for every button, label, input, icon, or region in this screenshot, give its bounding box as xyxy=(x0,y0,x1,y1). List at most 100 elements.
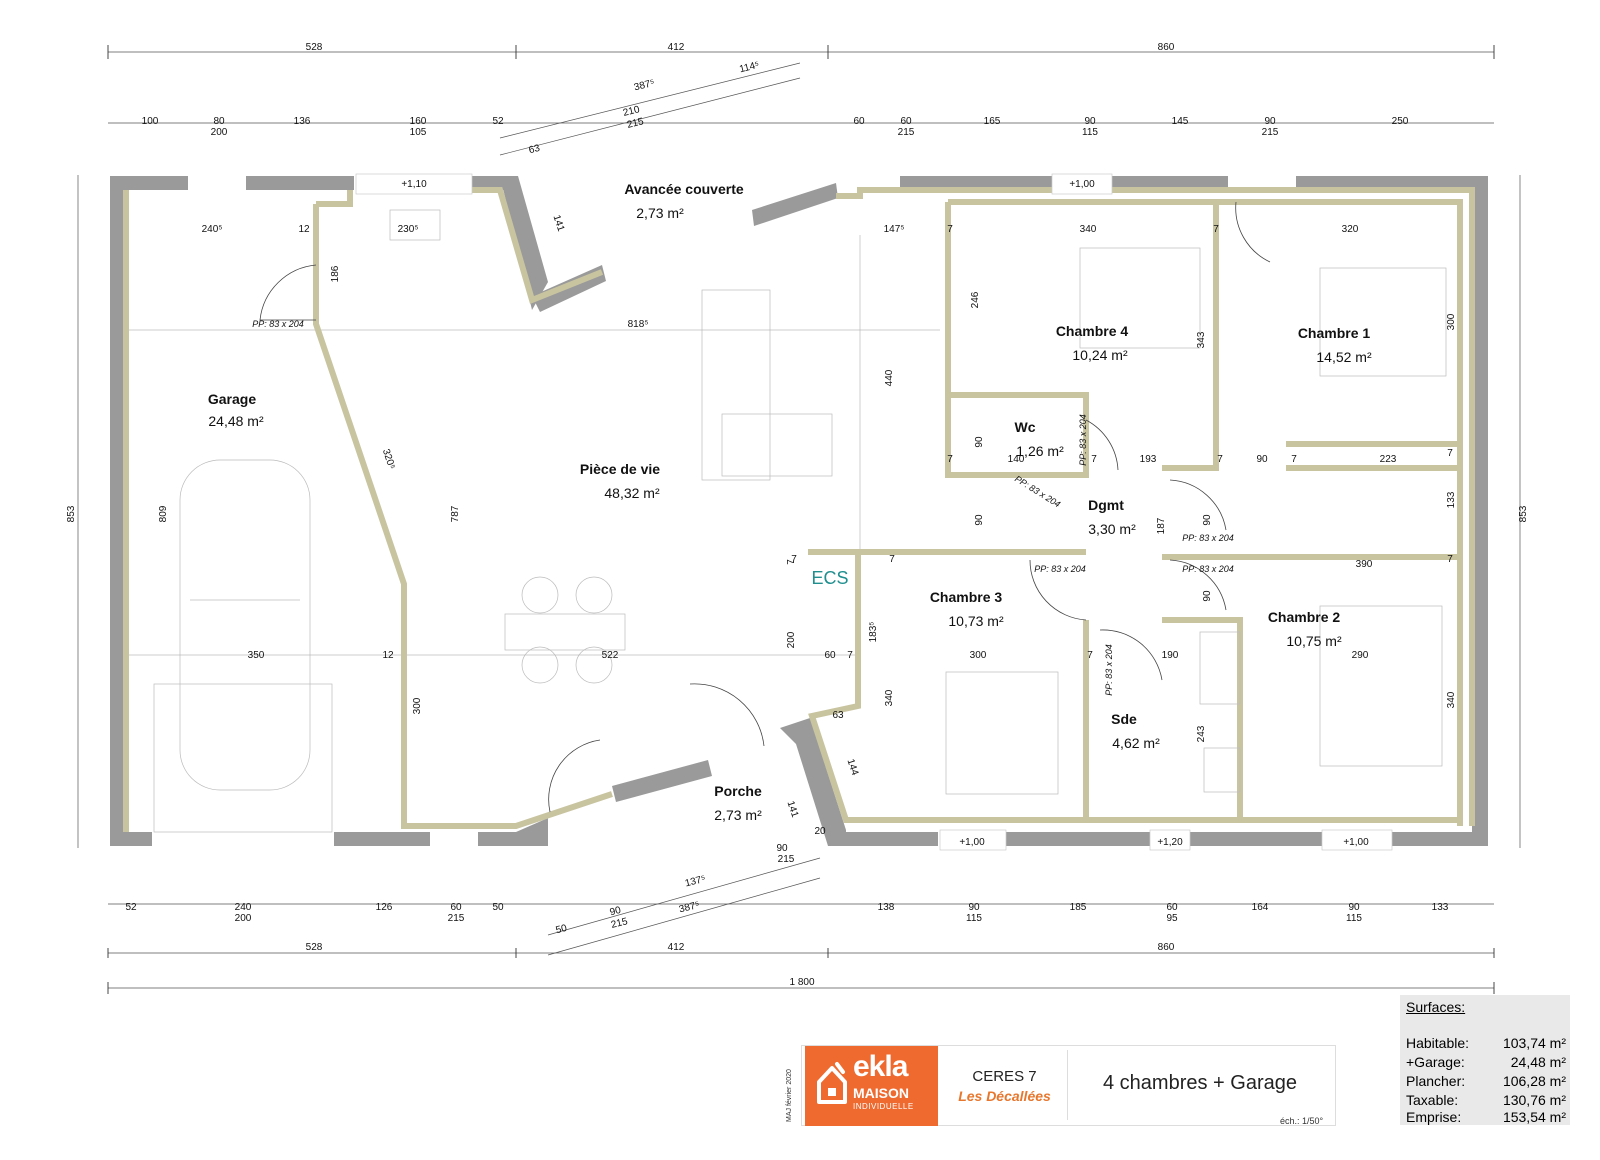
bottom-dimensions: 52 240 200 126 60 215 50 138 90 115 185 … xyxy=(66,505,1529,988)
dim-int: 183⁵ xyxy=(868,622,879,643)
dim-int: 141 xyxy=(785,800,801,820)
dim-int: 144 xyxy=(845,758,861,778)
top-dimensions: 528 412 860 387⁵ 114⁵ 210 215 63 100 80 … xyxy=(142,42,1409,156)
room-chambre1-name: Chambre 1 xyxy=(1298,325,1371,341)
exterior-walls xyxy=(110,176,1488,846)
room-sde-area: 4,62 m² xyxy=(1112,735,1160,751)
room-wc-name: Wc xyxy=(1015,419,1036,435)
height-label: +1,00 xyxy=(959,837,985,848)
dim-int: 809 xyxy=(158,505,169,522)
dim-overall: 1 800 xyxy=(789,977,814,988)
dim-int: 7 xyxy=(947,224,953,235)
room-chambre2-name: Chambre 2 xyxy=(1268,609,1341,625)
dim-int: 390 xyxy=(1356,559,1373,570)
dim-top-250: 250 xyxy=(1392,116,1409,127)
surface-label: Habitable: xyxy=(1406,1035,1470,1051)
dim-int: 90 xyxy=(974,514,985,526)
room-chambre4-area: 10,24 m² xyxy=(1072,347,1128,363)
dim-bot-412: 412 xyxy=(668,942,685,953)
dim-int: 7 xyxy=(1087,650,1093,661)
dim-int: 7 xyxy=(1091,454,1097,465)
dim-int: 7 xyxy=(1291,454,1297,465)
brand-subtitle: MAISON xyxy=(853,1085,909,1101)
dim-int: 90 xyxy=(974,436,985,448)
plan-description: 4 chambres + Garage xyxy=(1103,1072,1297,1094)
dim-int: 787 xyxy=(450,505,461,522)
brand-tagline: INDIVIDUELLE xyxy=(853,1102,914,1111)
revision-date: MAJ février 2020 xyxy=(781,1052,795,1124)
dim-top-60a: 60 xyxy=(853,116,865,127)
surface-label: Plancher: xyxy=(1406,1073,1466,1089)
dim-int: 186 xyxy=(330,265,341,282)
dim-top-528: 528 xyxy=(306,42,323,53)
dim-top-200: 200 xyxy=(211,127,228,138)
dim-top-115: 115 xyxy=(1082,127,1098,138)
dim-int: 320⁵ xyxy=(380,448,397,471)
height-label: +1,20 xyxy=(1157,837,1183,848)
doors xyxy=(259,201,1271,813)
surface-value: 24,48 m² xyxy=(1510,1054,1566,1070)
dim-int: 300 xyxy=(1446,313,1457,330)
dim-bot-133: 133 xyxy=(1432,902,1449,913)
dim-int: 243 xyxy=(1196,725,1207,742)
opening-heights: +1,10 +1,00 +1,00 +1,20 +1,00 xyxy=(355,173,1393,851)
dim-angled-210: 210 xyxy=(622,104,641,119)
surface-label: Taxable: xyxy=(1406,1092,1459,1108)
dim-int: 12 xyxy=(382,650,394,661)
interior-dimensions: 240⁵ 12 230⁵ 186 809 350 12 320⁵ 787 818… xyxy=(158,214,1457,837)
car-outline xyxy=(153,459,333,833)
dim-bot-200: 200 xyxy=(235,913,252,924)
dim-angled-63: 63 xyxy=(528,143,542,156)
height-label: +1,10 xyxy=(401,179,427,190)
dim-int: 190 xyxy=(1162,650,1179,661)
dim-bot-215: 215 xyxy=(448,913,465,924)
dim-bot-95: 95 xyxy=(1166,913,1178,924)
room-wc-area: 1,26 m² xyxy=(1016,443,1064,459)
dim-int: 90 xyxy=(1202,590,1213,602)
dim-int: 7 xyxy=(889,554,895,565)
model-collection: Les Décallées xyxy=(958,1088,1051,1104)
dim-int: 343 xyxy=(1196,331,1207,348)
dim-top-105: 105 xyxy=(410,127,427,138)
dim-angled-387: 387⁵ xyxy=(633,78,656,94)
ecs-label: ECS xyxy=(811,568,848,588)
room-labels: Garage 24,48 m² Avancée couverte 2,73 m²… xyxy=(208,181,1372,823)
door-size-label: PP: 83 x 204 xyxy=(252,319,304,329)
dim-bot-60b: 60 xyxy=(1166,902,1178,913)
dim-int: 133 xyxy=(1446,491,1457,508)
dim-bot-90b: 90 xyxy=(1348,902,1360,913)
room-sde-name: Sde xyxy=(1111,711,1137,727)
dim-int: 240⁵ xyxy=(202,224,223,235)
room-pdv-name: Pièce de vie xyxy=(580,461,660,477)
dim-top-90b: 90 xyxy=(1264,116,1276,127)
room-pdv-area: 48,32 m² xyxy=(604,485,660,501)
door-size-label: PP: 83 x 204 xyxy=(1078,414,1088,466)
dim-int: 223 xyxy=(1380,454,1397,465)
dim-int: 7 xyxy=(786,559,797,565)
dim-bot-ang-90a: 90 xyxy=(776,843,788,854)
dim-top-100: 100 xyxy=(142,116,159,127)
dim-top-136: 136 xyxy=(294,116,311,127)
dim-int: 63 xyxy=(832,710,844,721)
dim-int: 290 xyxy=(1352,650,1369,661)
dim-int: 320 xyxy=(1342,224,1359,235)
dim-int: 141 xyxy=(551,214,567,234)
dim-top-412: 412 xyxy=(668,42,685,53)
dim-int: 340 xyxy=(1446,691,1457,708)
surface-value: 103,74 m² xyxy=(1502,1035,1566,1051)
plan-scale: éch.: 1/50° xyxy=(1280,1116,1324,1126)
room-garage-name: Garage xyxy=(208,391,256,407)
dim-bot-ang-387: 387⁵ xyxy=(678,900,701,916)
dim-bot-ang-90b: 90 xyxy=(609,905,623,918)
brand-name: ekla xyxy=(853,1050,908,1083)
dim-angled-215: 215 xyxy=(626,116,645,131)
dim-bot-528: 528 xyxy=(306,942,323,953)
room-porche-name: Porche xyxy=(714,783,762,799)
dim-int: 246 xyxy=(970,291,981,308)
dim-int: 7 xyxy=(947,454,953,465)
dim-top-90a: 90 xyxy=(1084,116,1096,127)
door-size-label: PP: 83 x 204 xyxy=(1182,564,1234,574)
dim-int: 7 xyxy=(1447,448,1453,459)
dim-int: 300 xyxy=(412,697,423,714)
